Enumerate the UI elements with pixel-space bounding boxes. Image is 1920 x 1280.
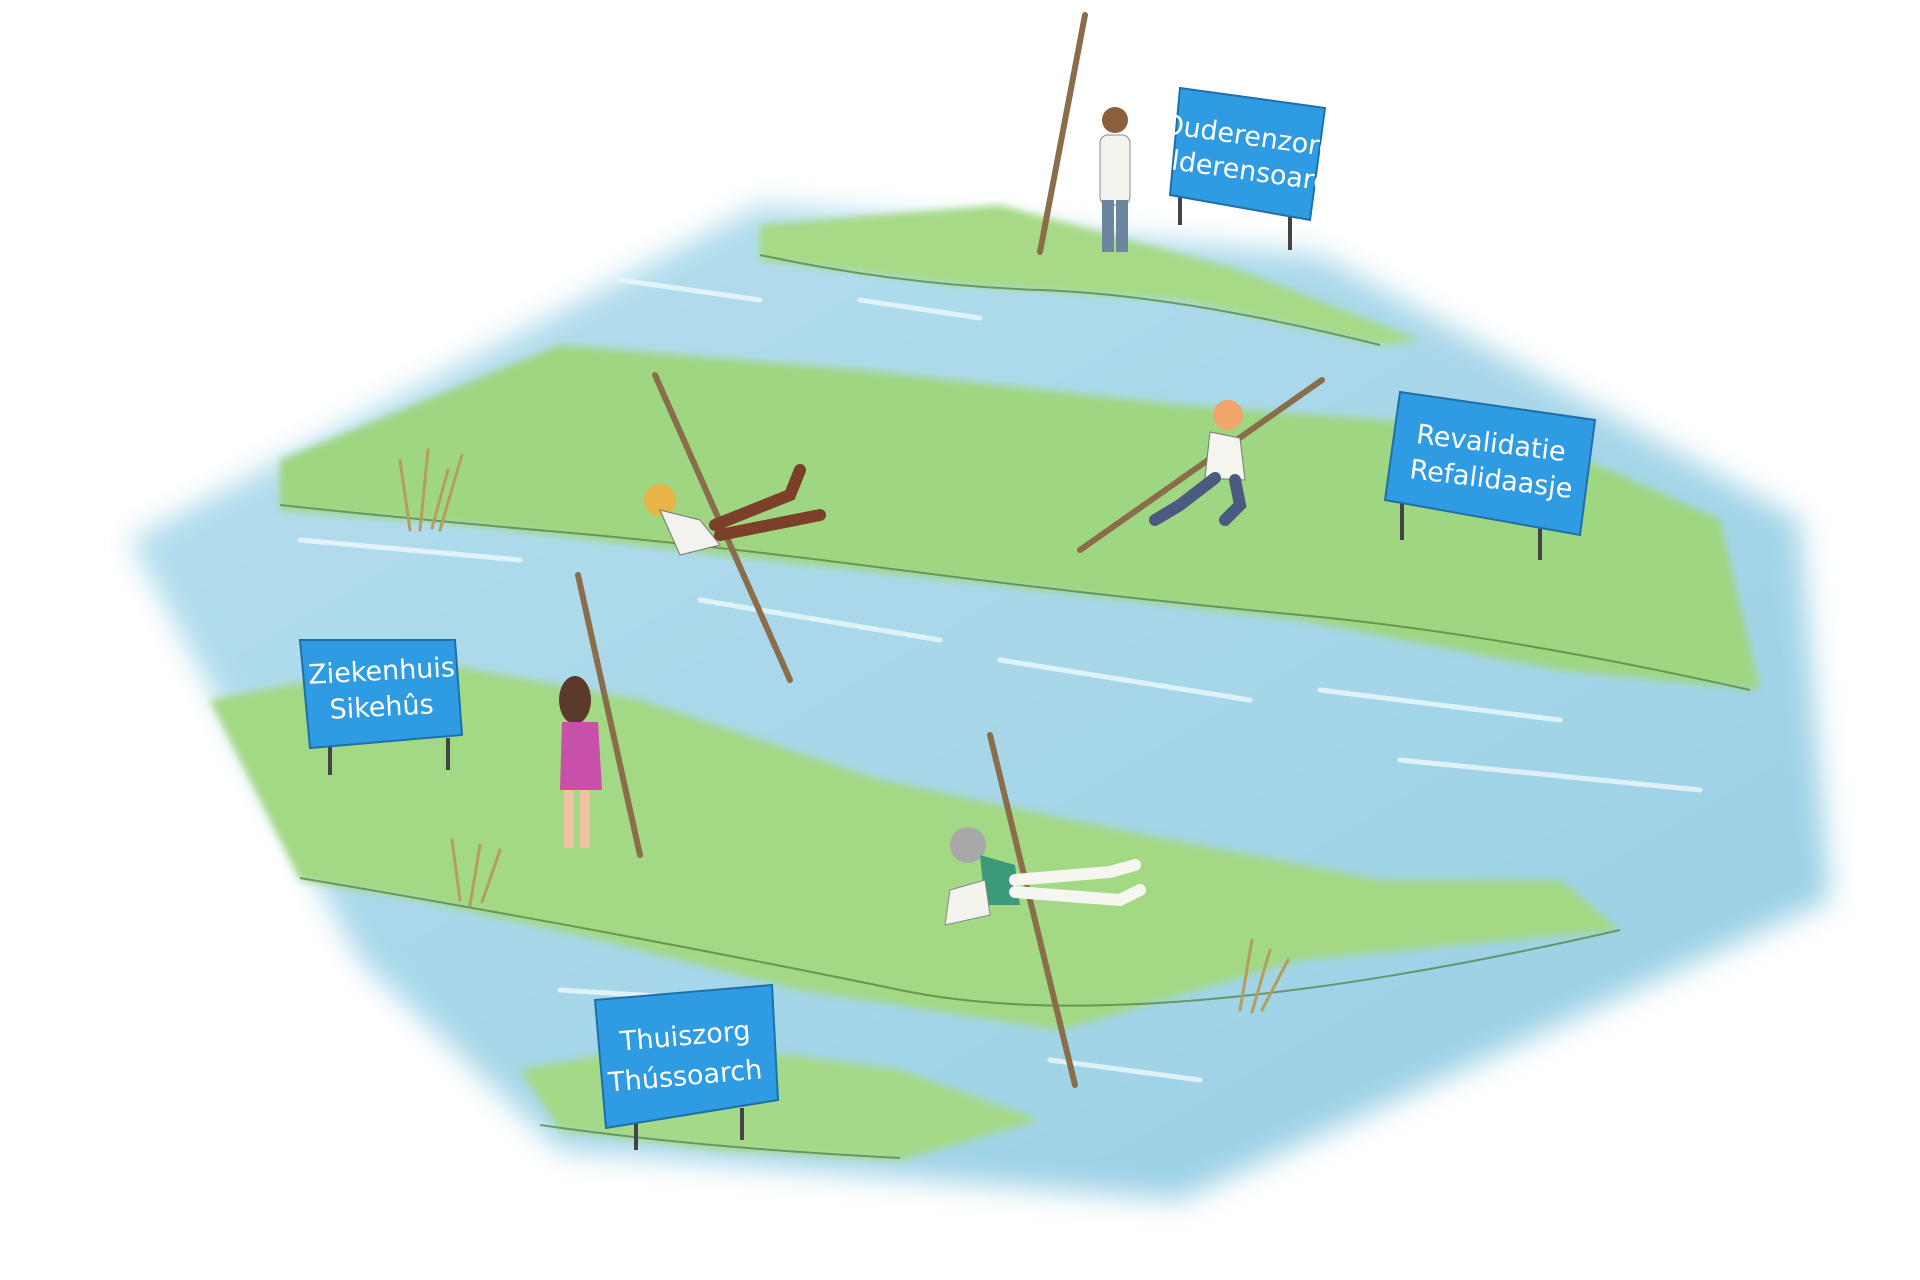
figure-woman-grey-vaulting (944, 732, 1146, 1088)
sign-hospital-line1: Ziekenhuis (307, 652, 455, 691)
figure-man-standing-top (1037, 12, 1131, 255)
figure-woman-pink-standing (559, 572, 643, 858)
sign-hospital-line2: Sikehûs (329, 689, 435, 725)
reeds (398, 448, 1290, 1014)
figure-woman-vaulting-left (644, 372, 826, 683)
sign-elder-care: Ouderenzorg Alderensoarch (1151, 86, 1347, 250)
sign-rehab: Revalidatie Refalidaasje (1383, 390, 1597, 560)
sign-home-care: Thuiszorg Thússoarch (593, 983, 780, 1150)
figure-man-running-right (1077, 377, 1325, 553)
sign-hospital: Ziekenhuis Sikehûs (298, 639, 464, 775)
